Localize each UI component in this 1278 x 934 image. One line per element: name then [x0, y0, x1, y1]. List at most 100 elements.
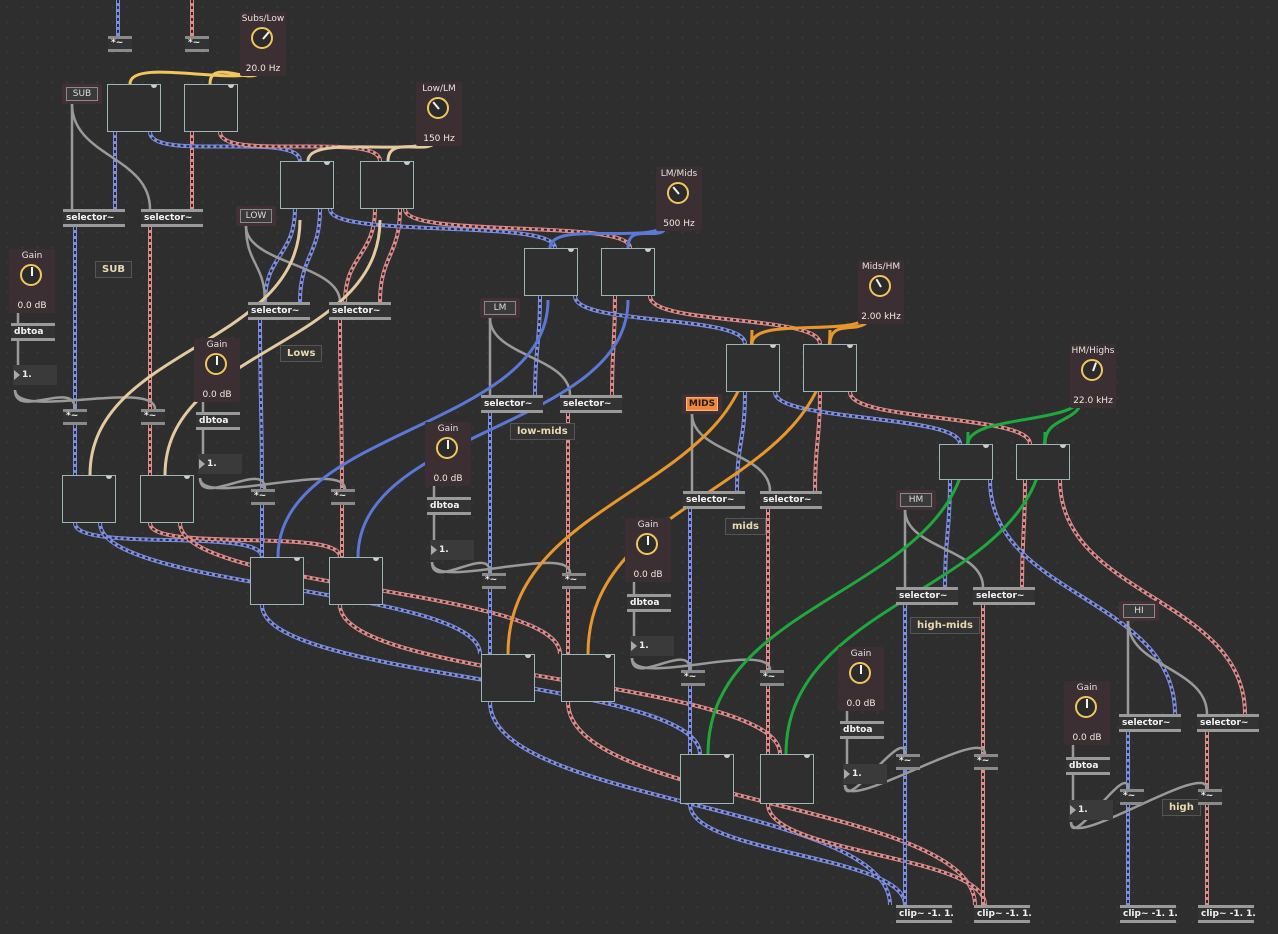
gain-dial-hm[interactable]: Gain 0.0 dB [838, 647, 884, 711]
crossover-dial-hm-highs[interactable]: HM/Highs 22.0 kHz [1070, 344, 1116, 408]
filter-object[interactable] [601, 248, 655, 296]
knob-icon[interactable] [205, 353, 227, 375]
toggle-label: LOW [240, 209, 272, 223]
dial-label: Gain [21, 251, 43, 261]
band-toggle-sub[interactable]: SUB [62, 84, 102, 104]
signal-multiply-object[interactable]: *~ [1120, 789, 1144, 805]
dial-label: LM/Mids [660, 169, 698, 179]
knob-icon[interactable] [1075, 696, 1097, 718]
filter-object[interactable] [140, 475, 194, 523]
selector-object[interactable]: selector~ [141, 209, 203, 227]
selector-object[interactable]: selector~ [63, 209, 125, 227]
gain-dial-low[interactable]: Gain 0.0 dB [194, 338, 240, 402]
toggle-label: LM [484, 301, 516, 315]
clip-object[interactable]: clip~ -1. 1. [896, 905, 954, 923]
filter-object[interactable] [62, 475, 116, 523]
dbtoa-object[interactable]: dbtoa [1066, 757, 1110, 775]
dial-value: 20.0 Hz [245, 64, 281, 74]
crossover-dial-lm-mids[interactable]: LM/Mids 500 Hz [656, 167, 702, 231]
dbtoa-object[interactable]: dbtoa [840, 721, 884, 739]
dbtoa-object[interactable]: dbtoa [627, 594, 671, 612]
float-number-box[interactable]: 1. [630, 636, 674, 656]
selector-object[interactable]: selector~ [248, 302, 310, 320]
signal-multiply-object[interactable]: *~ [141, 409, 165, 425]
filter-object[interactable] [524, 248, 578, 296]
filter-object[interactable] [939, 444, 993, 480]
filter-object[interactable] [481, 654, 535, 702]
filter-object[interactable] [561, 654, 615, 702]
toggle-label: HI [1123, 604, 1155, 618]
clip-object[interactable]: clip~ -1. 1. [1120, 905, 1178, 923]
clip-object[interactable]: clip~ -1. 1. [974, 905, 1032, 923]
filter-object[interactable] [329, 557, 383, 605]
dbtoa-object[interactable]: dbtoa [196, 412, 240, 430]
selector-object[interactable]: selector~ [329, 302, 391, 320]
knob-icon[interactable] [636, 533, 658, 555]
filter-object[interactable] [760, 754, 814, 804]
filter-object[interactable] [107, 84, 161, 132]
selector-object[interactable]: selector~ [896, 587, 958, 605]
knob-icon[interactable] [869, 275, 891, 297]
band-toggle-hi[interactable]: HI [1119, 601, 1159, 621]
signal-multiply-object[interactable]: *~ [63, 409, 87, 425]
knob-icon[interactable] [427, 97, 449, 119]
float-number-box[interactable]: 1. [843, 764, 887, 784]
selector-object[interactable]: selector~ [683, 491, 745, 509]
filter-object[interactable] [360, 161, 414, 209]
gain-dial-mids[interactable]: Gain 0.0 dB [625, 518, 671, 582]
filter-object[interactable] [803, 344, 857, 392]
dial-value: 0.0 dB [433, 474, 463, 484]
dbtoa-object[interactable]: dbtoa [11, 323, 55, 341]
knob-icon[interactable] [1081, 359, 1103, 381]
gain-dial-lm[interactable]: Gain 0.0 dB [425, 422, 471, 486]
filter-object[interactable] [280, 161, 334, 209]
signal-multiply-object[interactable]: *~ [681, 670, 705, 686]
knob-icon[interactable] [849, 662, 871, 684]
filter-object[interactable] [680, 754, 734, 804]
selector-object[interactable]: selector~ [1197, 714, 1259, 732]
knob-icon[interactable] [436, 437, 458, 459]
crossover-dial-mids-hm[interactable]: Mids/HM 2.00 kHz [858, 260, 904, 324]
crossover-dial-low-lm[interactable]: Low/LM 150 Hz [416, 82, 462, 146]
knob-icon[interactable] [251, 27, 273, 49]
gain-dial-hi[interactable]: Gain 0.0 dB [1064, 681, 1110, 745]
selector-object[interactable]: selector~ [481, 395, 543, 413]
signal-multiply-object[interactable]: *~ [896, 754, 920, 770]
knob-icon[interactable] [667, 182, 689, 204]
selector-object[interactable]: selector~ [560, 395, 622, 413]
float-number-box[interactable]: 1. [430, 540, 474, 560]
float-number-box[interactable]: 1. [13, 365, 57, 385]
selector-object[interactable]: selector~ [760, 491, 822, 509]
clip-object[interactable]: clip~ -1. 1. [1198, 905, 1256, 923]
signal-multiply-object[interactable]: *~ [760, 670, 784, 686]
gain-dial-sub[interactable]: Gain 0.0 dB [9, 249, 55, 313]
signal-multiply-object[interactable]: *~ [108, 36, 132, 52]
knob-icon[interactable] [20, 264, 42, 286]
band-toggle-low[interactable]: LOW [236, 206, 276, 226]
signal-multiply-object[interactable]: *~ [331, 489, 355, 505]
selector-object[interactable]: selector~ [1119, 714, 1181, 732]
dial-label: HM/Highs [1071, 346, 1115, 356]
signal-multiply-object[interactable]: *~ [1198, 789, 1222, 805]
toggle-label: HM [900, 493, 932, 507]
filter-object[interactable] [184, 84, 238, 132]
band-toggle-hm[interactable]: HM [896, 490, 936, 510]
filter-object[interactable] [1016, 444, 1070, 480]
band-toggle-lm[interactable]: LM [480, 298, 520, 318]
filter-object[interactable] [250, 557, 304, 605]
dial-value: 0.0 dB [846, 699, 876, 709]
signal-multiply-object[interactable]: *~ [562, 573, 586, 589]
signal-multiply-object[interactable]: *~ [185, 36, 209, 52]
signal-multiply-object[interactable]: *~ [251, 489, 275, 505]
filter-object[interactable] [726, 344, 780, 392]
signal-multiply-object[interactable]: *~ [482, 573, 506, 589]
signal-multiply-object[interactable]: *~ [974, 754, 998, 770]
crossover-dial-subs-low[interactable]: Subs/Low 20.0 Hz [240, 12, 286, 76]
float-number-box[interactable]: 1. [198, 454, 242, 474]
dbtoa-object[interactable]: dbtoa [427, 497, 471, 515]
band-toggle-mids[interactable]: MIDS [682, 394, 722, 414]
float-number-box[interactable]: 1. [1069, 800, 1113, 820]
dial-label: Gain [637, 520, 659, 530]
selector-object[interactable]: selector~ [973, 587, 1035, 605]
